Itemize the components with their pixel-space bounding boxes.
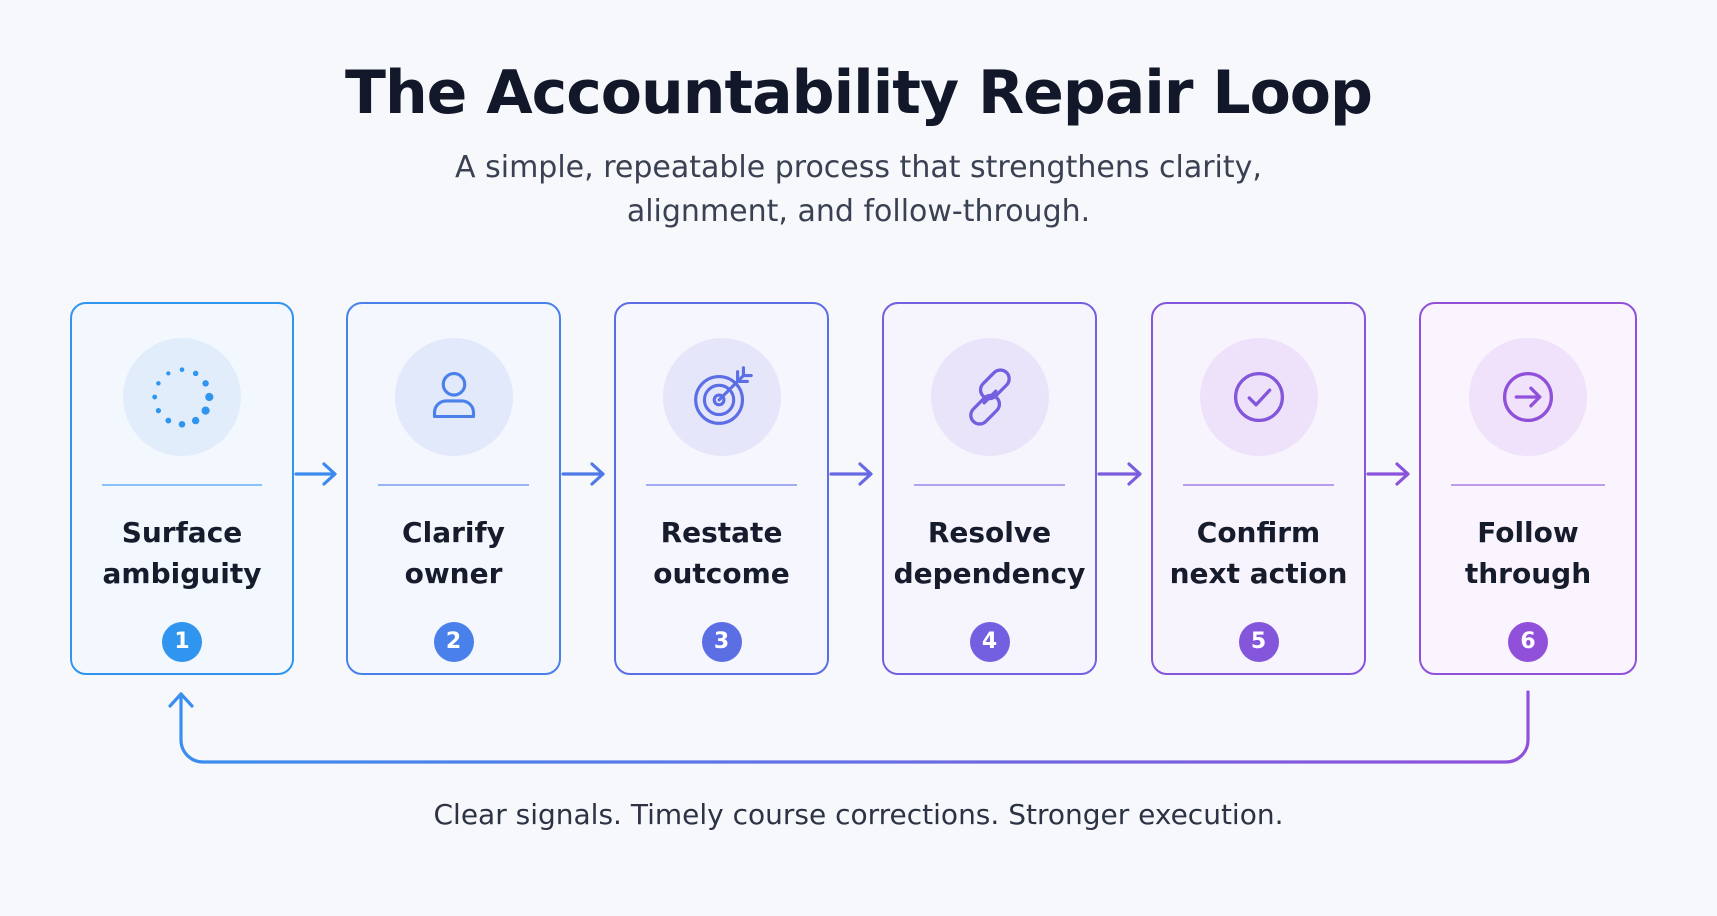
card-divider	[378, 484, 529, 486]
connector-arrow-4-5	[1097, 462, 1142, 486]
link-icon	[968, 368, 1011, 426]
subtitle-line-1: A simple, repeatable process that streng…	[455, 150, 1262, 185]
diagram-title: The Accountability Repair Loop	[345, 58, 1373, 128]
check-circle-icon	[1233, 371, 1284, 423]
step-card-4: Resolve dependency 4	[882, 302, 1097, 675]
step-card-6: Follow through 6	[1419, 302, 1637, 675]
step-label: Clarify owner	[348, 512, 559, 594]
step-label-line-2: dependency	[893, 557, 1086, 590]
step-icon-circle	[930, 338, 1049, 456]
connector-arrow-3-4	[829, 462, 873, 486]
card-divider	[1183, 484, 1334, 486]
step-label: Resolve dependency	[884, 512, 1095, 594]
step-card-5: Confirm next action 5	[1151, 302, 1366, 675]
connector-arrow-2-3	[561, 462, 605, 486]
step-label: Follow through	[1421, 512, 1635, 594]
step-icon-circle	[394, 338, 513, 456]
step-label-line-1: Follow	[1477, 516, 1579, 549]
person-icon	[432, 372, 475, 419]
card-divider	[1451, 484, 1605, 486]
step-label-line-2: ambiguity	[102, 557, 262, 590]
step-number-badge: 6	[1508, 622, 1548, 662]
connector-arrow-1-2	[294, 462, 337, 486]
step-label-line-1: Restate	[660, 516, 783, 549]
step-number-badge: 4	[969, 622, 1010, 662]
subtitle-line-2: alignment, and follow-through.	[626, 194, 1091, 229]
card-divider	[914, 484, 1065, 486]
step-number-badge: 2	[433, 622, 474, 662]
arrow-right-circle-icon	[1502, 371, 1554, 423]
step-label-line-2: next action	[1169, 557, 1348, 590]
diagram-footer: Clear signals. Timely course corrections…	[433, 798, 1284, 831]
step-number-badge: 5	[1238, 622, 1279, 662]
step-icon-circle	[662, 338, 781, 456]
step-label-line-2: outcome	[653, 557, 790, 590]
step-label: Surface ambiguity	[72, 512, 292, 594]
step-icon-circle	[1199, 338, 1318, 456]
step-number-badge: 1	[162, 622, 202, 662]
connector-arrow-5-6	[1366, 462, 1410, 486]
diagram-subtitle: A simple, repeatable process that streng…	[0, 146, 1717, 234]
step-icon-circle	[123, 338, 241, 456]
card-divider	[102, 484, 262, 486]
target-icon	[693, 366, 753, 425]
step-label-line-1: Clarify	[402, 516, 505, 549]
step-label-line-2: owner	[404, 557, 503, 590]
step-card-3: Restate outcome 3	[614, 302, 829, 675]
step-card-1: Surface ambiguity 1	[70, 302, 294, 675]
step-icon-circle	[1469, 338, 1587, 456]
card-divider	[646, 484, 797, 486]
step-number-badge: 3	[701, 622, 742, 662]
step-card-2: Clarify owner 2	[346, 302, 561, 675]
step-label-line-1: Confirm	[1196, 516, 1321, 549]
step-label-line-1: Resolve	[927, 516, 1052, 549]
dotted-circle-icon	[152, 367, 214, 428]
step-label: Confirm next action	[1153, 512, 1364, 594]
loop-back-arrow	[168, 690, 1530, 764]
step-label-line-1: Surface	[121, 516, 243, 549]
step-label: Restate outcome	[616, 512, 827, 594]
step-label-line-2: through	[1464, 557, 1592, 590]
